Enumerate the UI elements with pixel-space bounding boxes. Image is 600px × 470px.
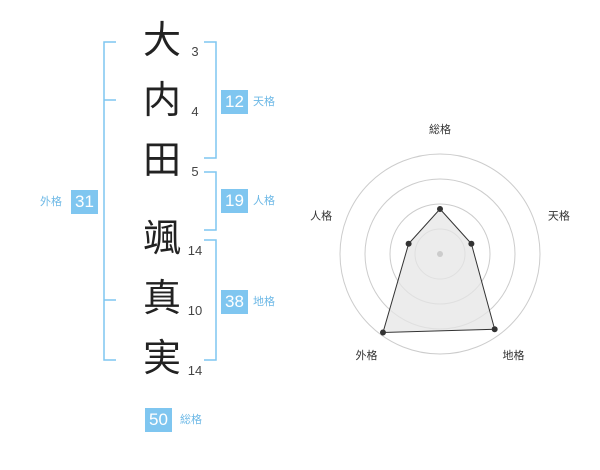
radar-point-2 — [468, 240, 475, 247]
radar-axis-label-1: 総格 — [429, 122, 451, 136]
stroke-count-5: 10 — [187, 303, 203, 318]
chikaku-label: 地格 — [253, 295, 275, 308]
radar-axis-label-5: 人格 — [310, 208, 332, 222]
tenkaku-label: 天格 — [253, 95, 275, 108]
stroke-count-2: 4 — [191, 104, 199, 119]
radar-ring-4 — [339, 153, 541, 355]
gaikaku-score-badge: 31 — [71, 190, 98, 214]
stroke-count-4: 14 — [187, 243, 203, 258]
name-char-3: 田 — [142, 138, 181, 182]
stroke-count-6: 14 — [187, 363, 203, 378]
name-char-1: 大 — [142, 18, 181, 62]
radar-point-5 — [405, 240, 412, 247]
radar-axis-label-2: 天格 — [548, 208, 570, 222]
radar-point-1 — [437, 206, 443, 212]
radar-point-3 — [491, 326, 498, 333]
name-char-5: 真 — [142, 276, 181, 320]
jinkaku-score-badge: 19 — [221, 189, 248, 213]
name-char-6: 実 — [142, 336, 181, 380]
stroke-count-3: 5 — [191, 164, 199, 179]
name-char-4: 颯 — [142, 216, 181, 260]
radar-axis-label-3: 地格 — [502, 348, 524, 362]
soukaku-label: 総格 — [180, 413, 202, 426]
soukaku-score-badge: 50 — [145, 408, 172, 432]
gaikaku-label: 外格 — [40, 195, 62, 208]
radar-center-dot — [437, 251, 443, 257]
name-char-2: 内 — [142, 78, 181, 122]
jinkaku-label: 人格 — [253, 194, 275, 207]
tenkaku-score-badge: 12 — [221, 90, 248, 114]
chikaku-score-badge: 38 — [221, 290, 248, 314]
radar-polygon — [382, 208, 496, 333]
radar-point-4 — [379, 329, 386, 336]
stroke-count-1: 3 — [191, 44, 199, 59]
radar-axis-label-4: 外格 — [356, 348, 378, 362]
